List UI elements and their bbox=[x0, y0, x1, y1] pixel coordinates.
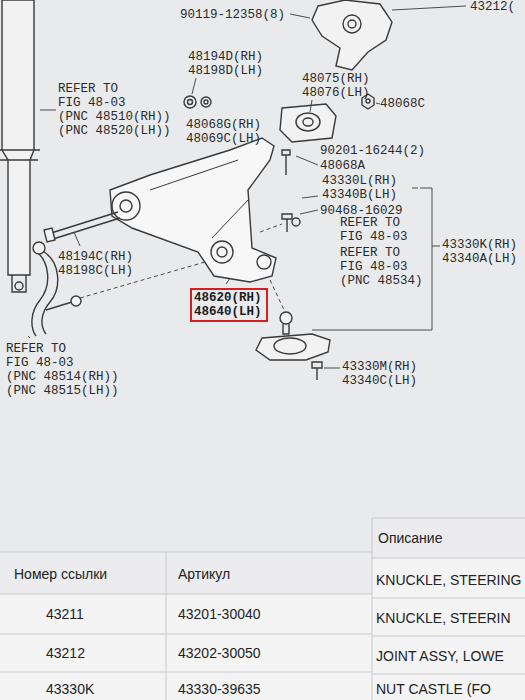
table-cell: 43330-39635 bbox=[178, 681, 261, 697]
table-cell: 43201-30040 bbox=[178, 606, 261, 622]
callout-number: REFER TO bbox=[58, 82, 118, 96]
callout-number: 43212( bbox=[470, 0, 515, 14]
table-header: Описание bbox=[378, 530, 442, 546]
table-cell: 43211 bbox=[46, 606, 84, 622]
callout-number: 48198C(LH) bbox=[58, 264, 133, 278]
callout-number: 48194D(RH) bbox=[188, 50, 263, 64]
callout-number: (PNC 48515(LH)) bbox=[6, 384, 119, 398]
callout-number: REFER TO bbox=[340, 246, 400, 260]
part-number: 48620(RH) bbox=[194, 291, 264, 305]
callout-number: 90119-12358(8) bbox=[180, 8, 285, 22]
callout-number: 48198D(LH) bbox=[188, 64, 263, 78]
callout-number: 48076(LH) bbox=[302, 86, 370, 100]
table-cell: 43212 bbox=[46, 645, 85, 661]
callout-number: (PNC 48534) bbox=[340, 274, 423, 288]
callout-number: REFER TO bbox=[340, 216, 400, 230]
table-cell: JOINT ASSY, LOWE bbox=[376, 648, 504, 664]
table-cell: KNUCKLE, STEERING bbox=[376, 572, 521, 588]
callout-number: 48068A bbox=[320, 159, 365, 173]
callout-number: (PNC 48510(RH)) bbox=[58, 110, 171, 124]
callout-number: FIG 48-03 bbox=[6, 356, 74, 370]
callout-number: FIG 48-03 bbox=[340, 260, 408, 274]
callout-number: FIG 48-03 bbox=[340, 230, 408, 244]
table-cell: NUT CASTLE (FO bbox=[376, 681, 491, 697]
callout-number: FIG 48-03 bbox=[58, 96, 126, 110]
callout-number: 43330K(RH) bbox=[442, 238, 517, 252]
callout-number: 90201-16244(2) bbox=[320, 144, 425, 158]
highlight-box: 48620(RH)48640(LH) bbox=[190, 288, 268, 322]
callout-number: 43340A(LH) bbox=[442, 252, 517, 266]
part-number: 48640(LH) bbox=[194, 305, 264, 319]
callout-number: 48068C bbox=[380, 97, 425, 111]
callout-number: 43340B(LH) bbox=[322, 188, 397, 202]
callout-number: 48069C(LH) bbox=[186, 132, 261, 146]
callout-number: 43330M(RH) bbox=[342, 360, 417, 374]
callout-number: 43340C(LH) bbox=[342, 374, 417, 388]
table-header: Артикул bbox=[178, 566, 230, 582]
callout-number: 48068G(RH) bbox=[186, 118, 261, 132]
callout-number: (PNC 48514(RH)) bbox=[6, 370, 119, 384]
table-cell: 43330K bbox=[46, 681, 94, 697]
table-cell: KNUCKLE, STEERIN bbox=[376, 610, 511, 626]
table-cell: 43202-30050 bbox=[178, 645, 261, 661]
table-header: Номер ссылки bbox=[14, 566, 107, 582]
callout-number: 48075(RH) bbox=[302, 72, 370, 86]
callout-number: 48194C(RH) bbox=[58, 250, 133, 264]
callout-number: (PNC 48520(LH)) bbox=[58, 124, 171, 138]
callout-number: 43330L(RH) bbox=[322, 174, 397, 188]
callout-number: 90468-16029 bbox=[320, 204, 403, 218]
callout-number: REFER TO bbox=[6, 342, 66, 356]
